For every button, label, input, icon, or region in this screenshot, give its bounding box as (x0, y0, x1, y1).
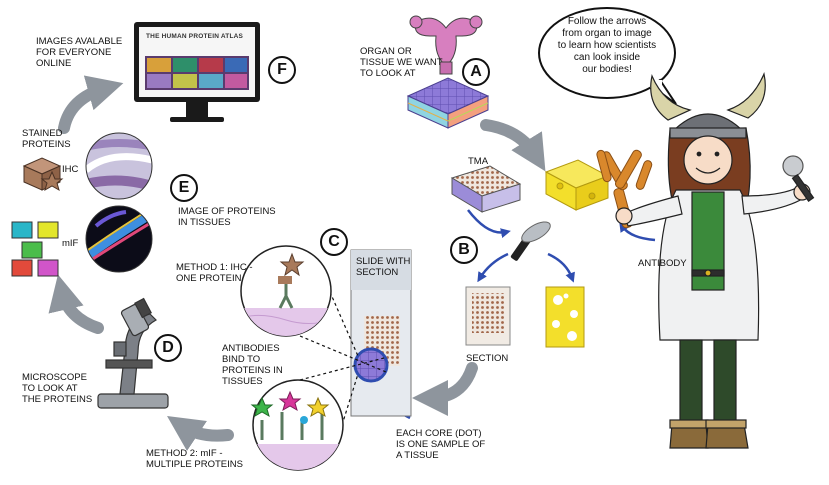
label-core: EACH CORE (DOT) IS ONE SAMPLE OF A TISSU… (396, 428, 486, 461)
mif-boxes (11, 221, 59, 277)
zoom-ihc (240, 245, 332, 337)
label-microscope: MICROSCOPE TO LOOK AT THE PROTEINS (22, 372, 93, 405)
flow-arrows (48, 75, 546, 451)
label-image-proteins: IMAGE OF PROTEINS IN TISSUES (178, 206, 276, 228)
label-bind: ANTIBODIES BIND TO PROTEINS IN TISSUES (222, 343, 283, 387)
step-a-marker: A (462, 58, 490, 86)
arrow-blade-to-section (477, 252, 509, 283)
monitor (134, 22, 260, 122)
label-organ: ORGAN OR TISSUE WE WANT TO LOOK AT (360, 46, 443, 79)
arrow-antibody-pointer (619, 221, 656, 242)
scientist (615, 72, 815, 449)
label-tma: TMA (468, 156, 489, 167)
label-stained: STAINED PROTEINS (22, 128, 71, 150)
label-method2: METHOD 2: mIF - MULTIPLE PROTEINS (146, 448, 243, 470)
organ-illustration (409, 15, 483, 75)
label-method1: METHOD 1: IHC - ONE PROTEIN (176, 262, 253, 284)
arrow-image-to-online (58, 75, 124, 134)
monitor-brand-text: THE HUMAN PROTEIN ATLAS (146, 33, 244, 40)
label-slide: SLIDE WITH SECTION (356, 256, 411, 278)
image-mif (85, 205, 153, 273)
ihc-box (22, 157, 64, 192)
zoom-mif (250, 379, 344, 471)
section-slide (465, 286, 511, 346)
arrow-blade-to-cheese (547, 252, 575, 283)
cheese-slice (545, 286, 585, 348)
cut-arrows (369, 209, 656, 420)
label-images-available: IMAGES AVALABLE FOR EVERYONE ONLINE (36, 36, 123, 69)
arrow-organ-to-tma (480, 119, 546, 172)
step-e-marker: E (170, 174, 198, 202)
glass-slide (350, 249, 412, 417)
cheese-block (544, 159, 610, 211)
tissue-block (406, 77, 490, 129)
slicer-blade (510, 221, 551, 261)
step-c-marker: C (320, 228, 348, 256)
arrow-tma-to-blade (467, 209, 511, 238)
label-antibody: ANTIBODY (638, 258, 687, 269)
speech-text: Follow the arrows from organ to image to… (557, 16, 657, 75)
step-f-marker: F (268, 56, 296, 84)
step-b-marker: B (450, 236, 478, 264)
zoom-lines (299, 291, 387, 426)
label-mif: mIF (62, 238, 79, 249)
arrow-section-to-slide (412, 362, 478, 416)
arrow-slide-to-microscope (167, 416, 234, 451)
microscope (97, 297, 169, 409)
arrow-microscope-to-image (48, 274, 104, 334)
label-section: SECTION (466, 353, 509, 364)
step-d-marker: D (154, 334, 182, 362)
image-ihc (85, 132, 153, 200)
label-ihc: IHC (62, 164, 79, 175)
tma-block (450, 165, 522, 213)
